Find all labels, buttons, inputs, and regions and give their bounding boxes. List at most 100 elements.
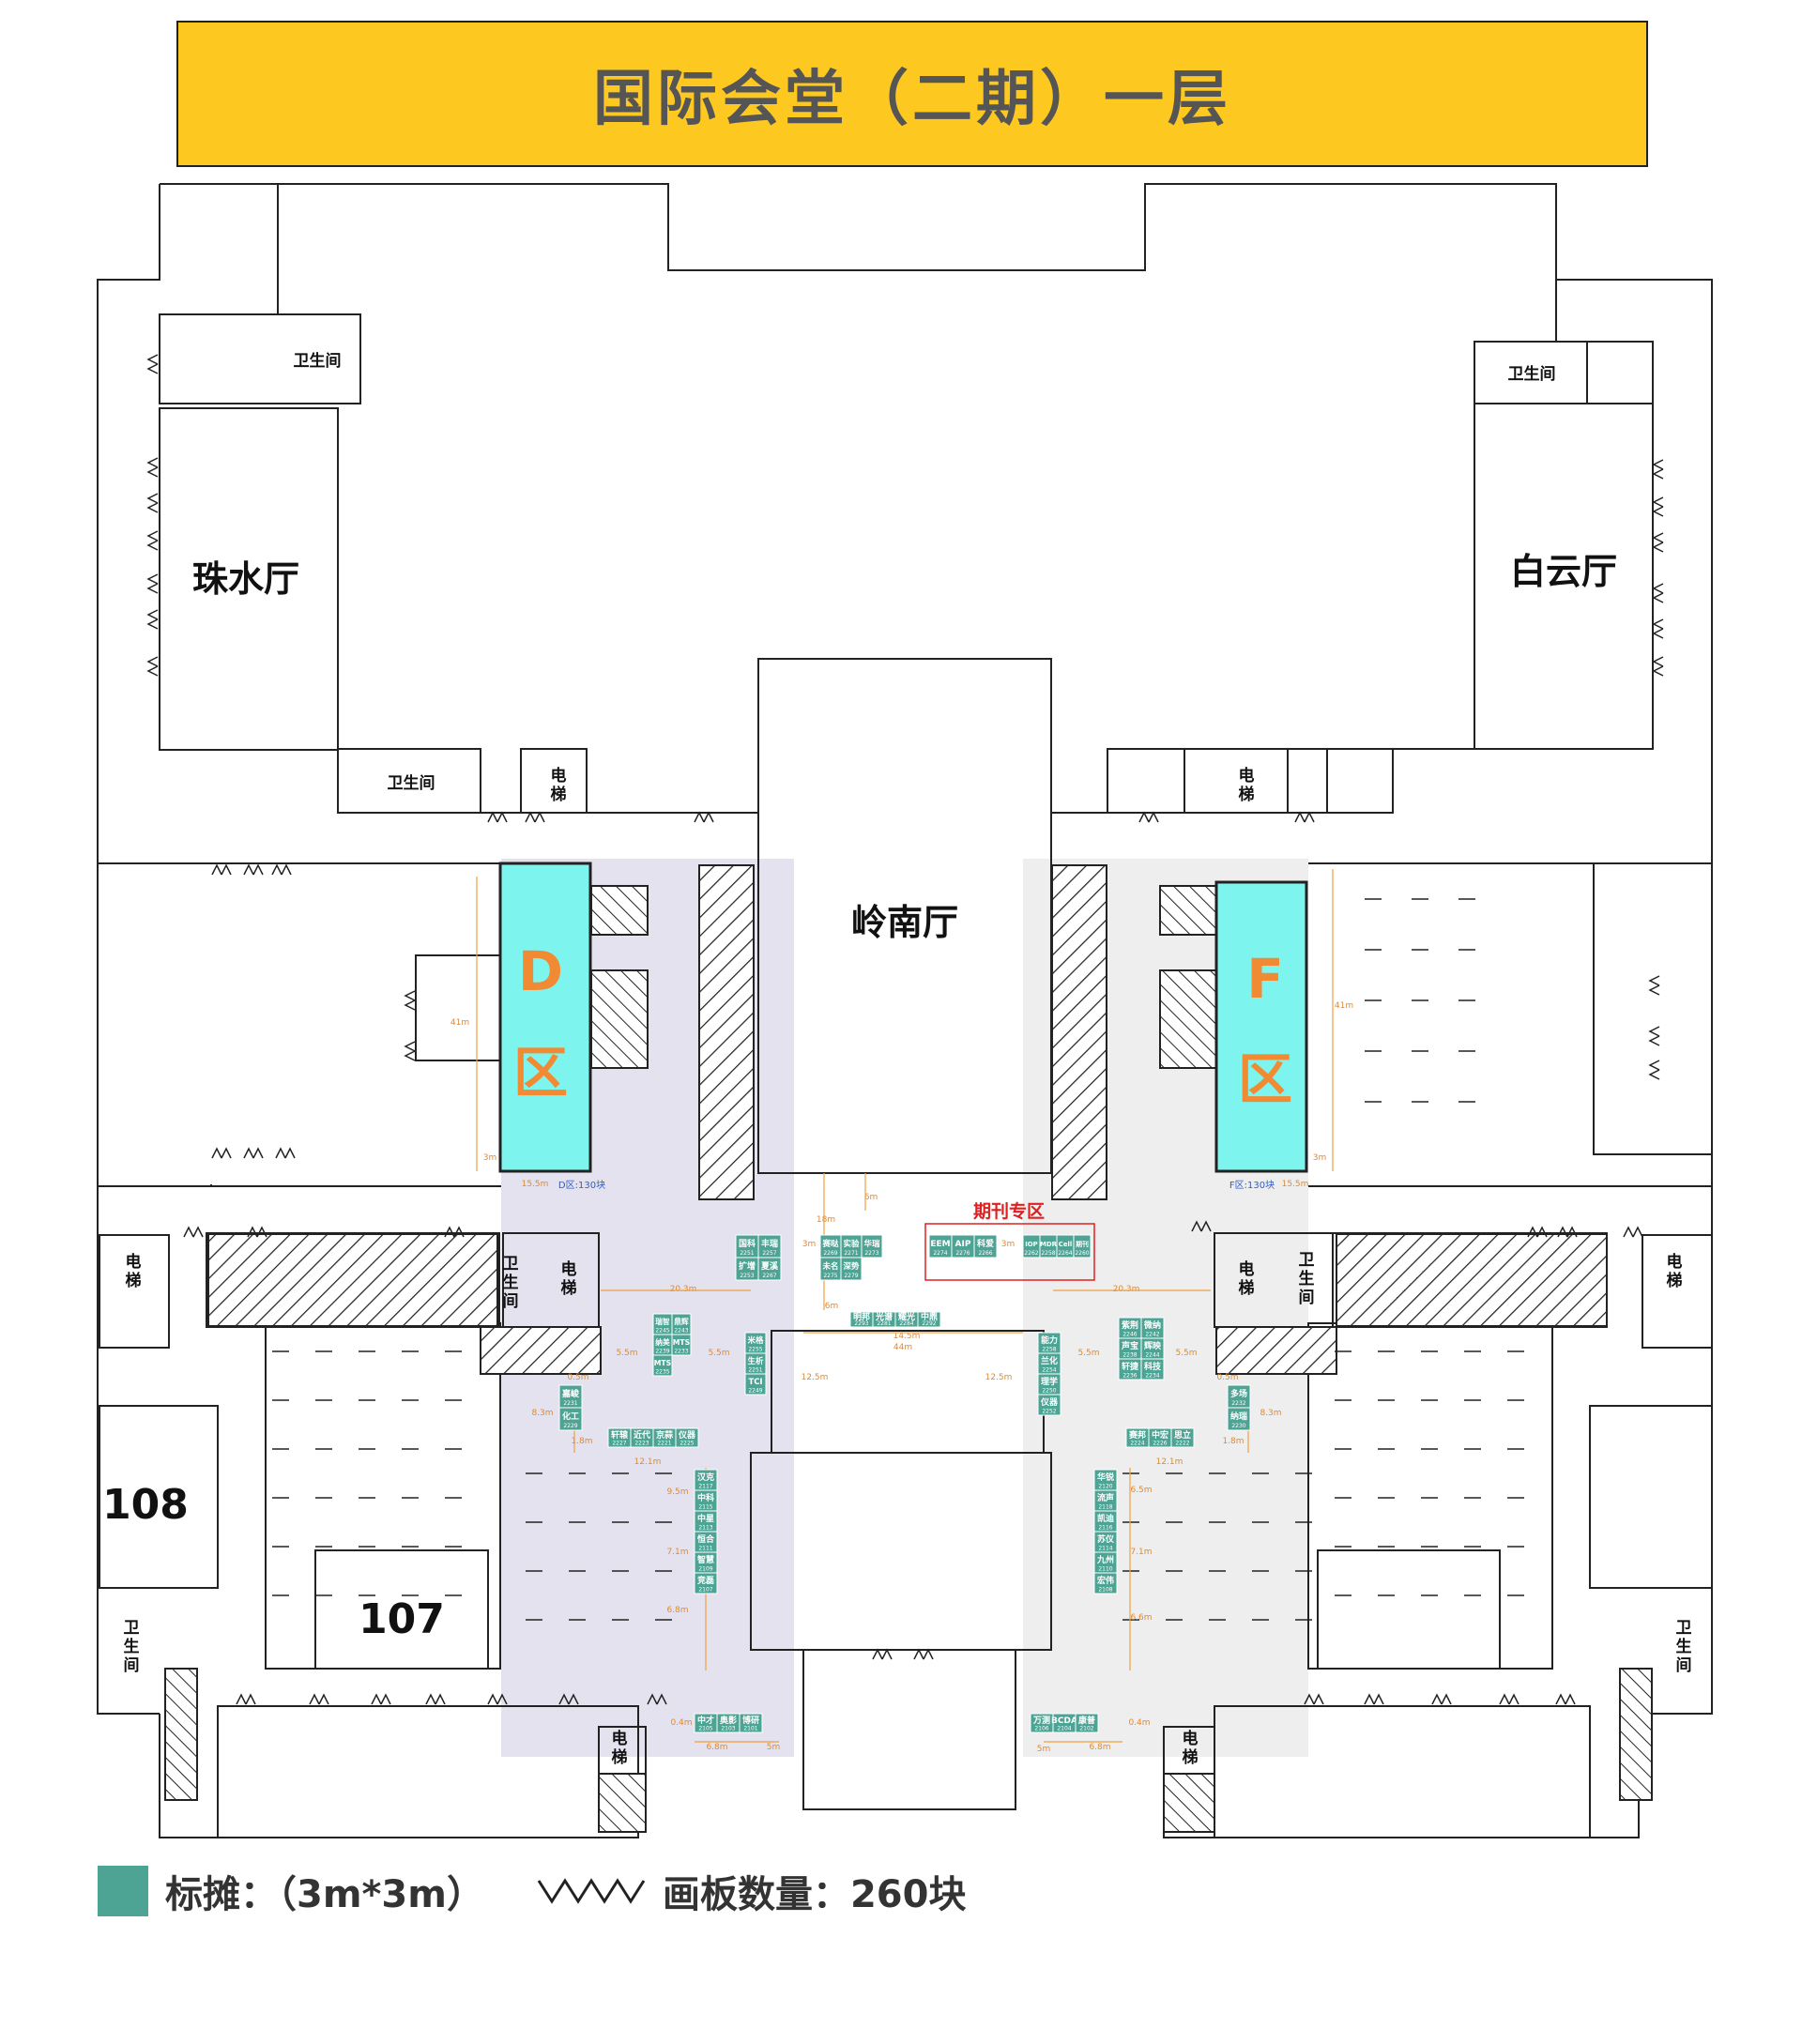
booth[interactable] <box>840 1257 863 1281</box>
booth[interactable] <box>861 1234 883 1258</box>
booth[interactable] <box>973 1234 998 1258</box>
booth[interactable] <box>1073 1234 1092 1258</box>
booth[interactable] <box>757 1257 782 1281</box>
booth[interactable] <box>1140 1358 1165 1380</box>
booth-name: 实验 <box>844 1239 860 1248</box>
room-lingnan: 岭南厅 <box>851 902 958 943</box>
booth[interactable] <box>558 1407 583 1431</box>
booth-number: 2275 <box>823 1273 837 1279</box>
booth-number: 2251 <box>748 1366 762 1373</box>
booth[interactable] <box>739 1713 763 1733</box>
booth[interactable] <box>928 1234 953 1258</box>
dimension-label: 6m <box>825 1302 839 1311</box>
booth[interactable] <box>1170 1427 1195 1448</box>
booth[interactable] <box>757 1234 782 1258</box>
booth-number: 2244 <box>1145 1351 1159 1358</box>
booth[interactable] <box>671 1334 692 1356</box>
booth-number: 2249 <box>748 1387 762 1394</box>
booth[interactable] <box>1227 1384 1251 1409</box>
booth-name: 微纳 <box>1143 1319 1161 1331</box>
booth[interactable] <box>1037 1394 1061 1416</box>
booth[interactable] <box>675 1427 699 1448</box>
booth[interactable] <box>917 1311 941 1328</box>
door-icon <box>271 863 292 876</box>
booth[interactable] <box>1075 1713 1099 1733</box>
booth[interactable] <box>1093 1572 1118 1594</box>
booth[interactable] <box>558 1384 583 1409</box>
booth[interactable] <box>1227 1407 1251 1431</box>
booth[interactable] <box>652 1354 673 1377</box>
booth[interactable] <box>735 1234 759 1258</box>
booth[interactable] <box>694 1572 718 1594</box>
booth[interactable] <box>744 1373 767 1396</box>
